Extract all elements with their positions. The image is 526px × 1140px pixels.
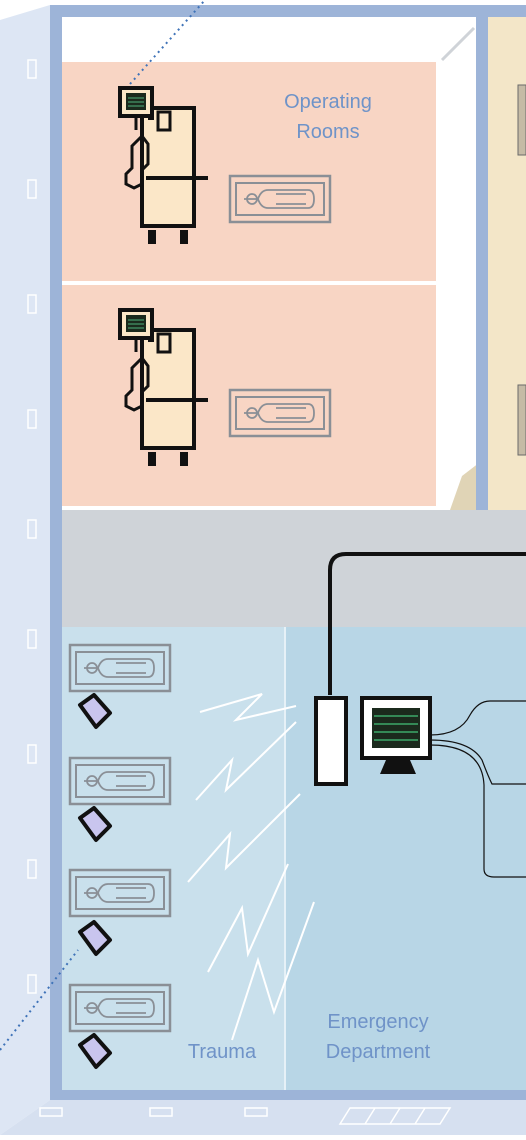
- operating-rooms-label-line2: Rooms: [296, 121, 359, 143]
- connector-line: [129, 0, 206, 85]
- network-cable: [328, 552, 526, 695]
- emergency-label-line1: Emergency: [327, 1011, 428, 1033]
- corridor: [62, 510, 526, 627]
- central-station-icon: [314, 696, 348, 786]
- wall-windows: [27, 59, 37, 994]
- monitor-cables: [429, 700, 526, 878]
- floor-marker: [244, 1107, 268, 1117]
- floor-marker: [39, 1107, 63, 1117]
- wireless-signal-icon: [187, 693, 315, 1041]
- floor-grid: [338, 1107, 452, 1125]
- side-room: [488, 17, 526, 510]
- patient-monitor-icon: [360, 696, 432, 774]
- emergency-label-line2: Department: [326, 1041, 431, 1063]
- trauma-label: Trauma: [188, 1041, 257, 1063]
- side-room-wall: [476, 17, 488, 510]
- floor-marker: [149, 1107, 173, 1117]
- floor-edge: [0, 1100, 526, 1135]
- left-wall: [0, 5, 50, 1135]
- operating-rooms-label-line1: Operating: [284, 91, 372, 113]
